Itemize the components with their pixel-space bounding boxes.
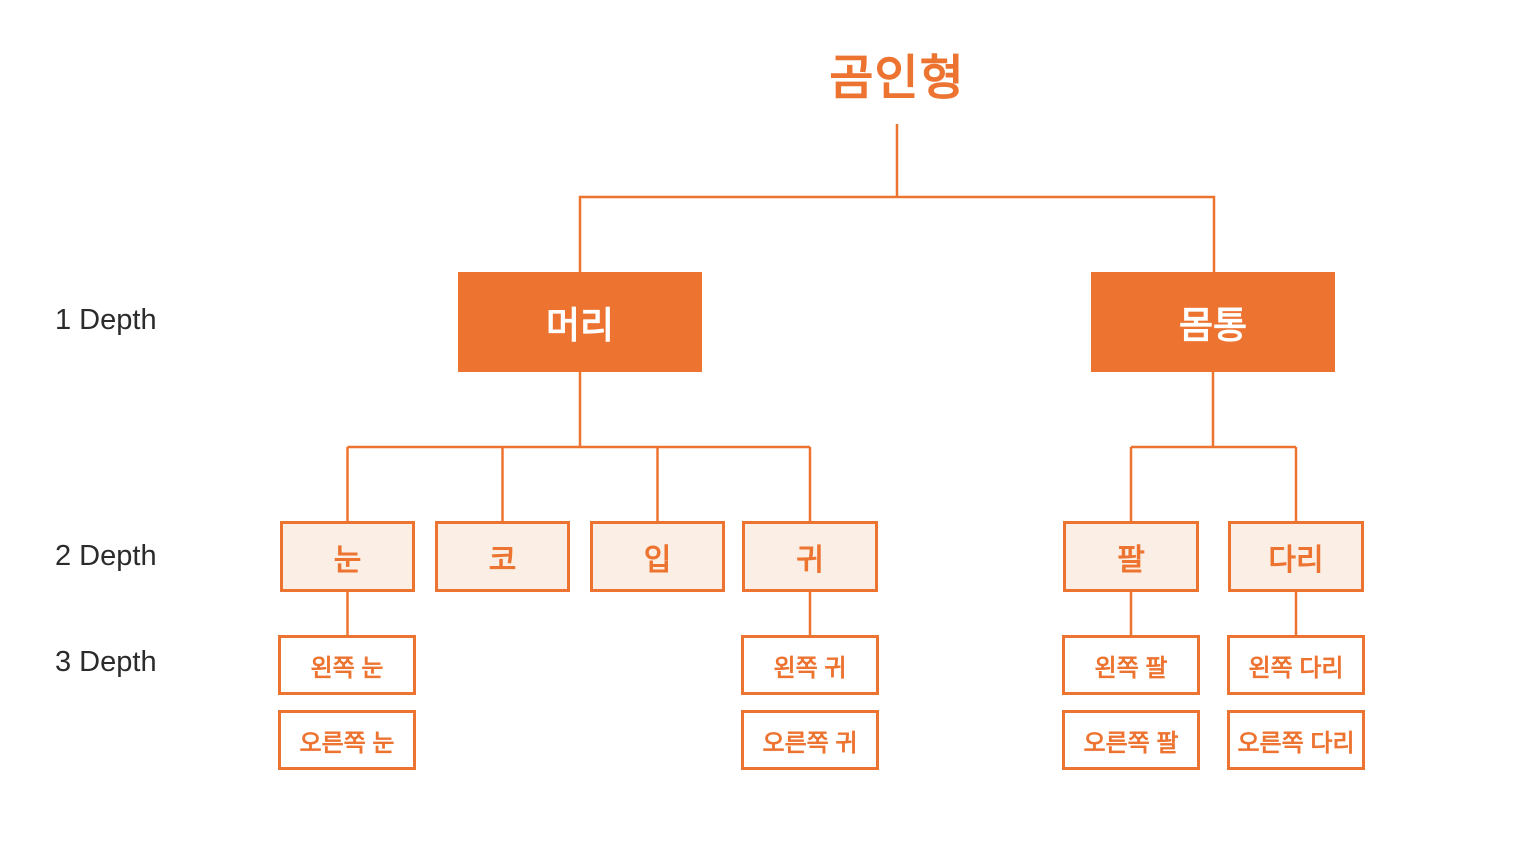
node-left-arm: 왼쪽 팔 bbox=[1062, 635, 1200, 695]
node-left-ear: 왼쪽 귀 bbox=[741, 635, 879, 695]
node-right-ear: 오른쪽 귀 bbox=[741, 710, 879, 770]
node-right-eye: 오른쪽 눈 bbox=[278, 710, 416, 770]
depth-label-1: 1 Depth bbox=[55, 304, 157, 336]
depth-label-2: 2 Depth bbox=[55, 540, 157, 572]
diagram-title: 곰인형 bbox=[829, 52, 965, 105]
node-right-leg: 오른쪽 다리 bbox=[1227, 710, 1365, 770]
node-right-arm: 오른쪽 팔 bbox=[1062, 710, 1200, 770]
depth-label-3: 3 Depth bbox=[55, 646, 157, 678]
node-body: 몸통 bbox=[1091, 272, 1335, 372]
connector-root-to-level1 bbox=[578, 195, 1216, 272]
node-mouth: 입 bbox=[590, 521, 725, 592]
node-eye: 눈 bbox=[280, 521, 415, 592]
node-leg: 다리 bbox=[1228, 521, 1364, 592]
node-nose: 코 bbox=[435, 521, 570, 592]
node-ear: 귀 bbox=[742, 521, 878, 592]
node-left-eye: 왼쪽 눈 bbox=[278, 635, 416, 695]
node-head: 머리 bbox=[458, 272, 702, 372]
node-left-leg: 왼쪽 다리 bbox=[1227, 635, 1365, 695]
node-arm: 팔 bbox=[1063, 521, 1199, 592]
